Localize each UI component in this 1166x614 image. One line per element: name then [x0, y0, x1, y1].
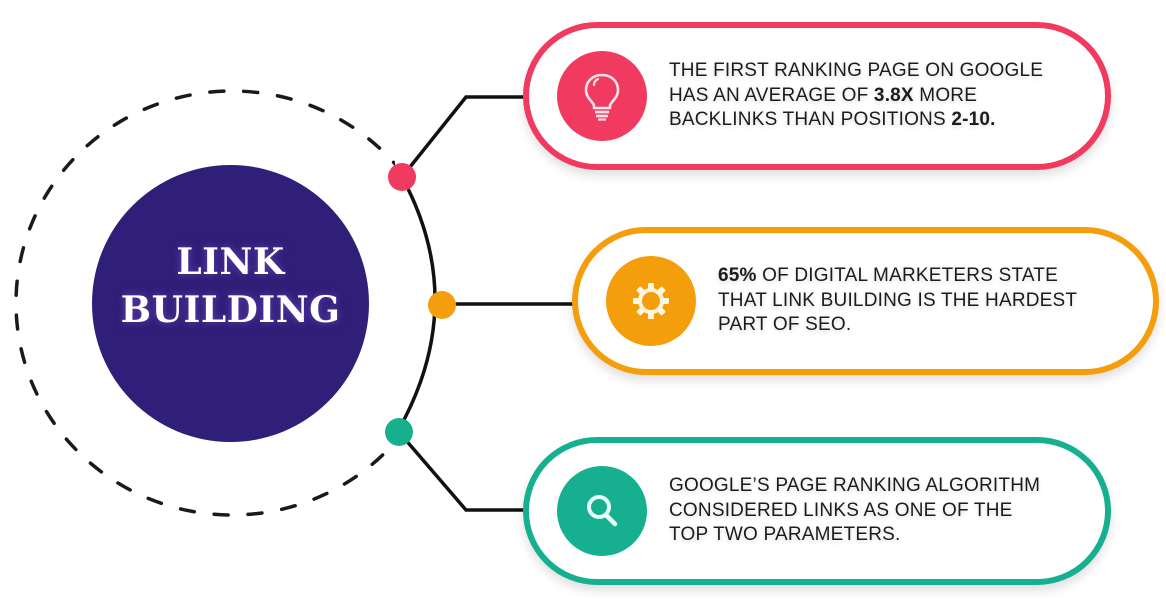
fact-icon-circle — [557, 466, 647, 556]
fact-card-ranking-algorithm: GOOGLE’S PAGE RANKING ALGORITHM CONSIDER… — [523, 437, 1111, 585]
hub-title-line1: LINK — [176, 240, 285, 283]
fact-highlight: 3.8X — [873, 84, 914, 106]
node-dot-teal — [385, 418, 413, 446]
connector-line-3 — [396, 429, 526, 512]
fact-line: TOP TWO PARAMETERS. — [669, 524, 901, 546]
fact-card-hardest-part: 65% OF DIGITAL MARKETERS STATE THAT LINK… — [572, 227, 1159, 375]
lightbulb-icon — [584, 73, 620, 121]
fact-text: GOOGLE’S PAGE RANKING ALGORITHM CONSIDER… — [669, 474, 1040, 548]
search-icon — [587, 495, 618, 527]
fact-line: HAS AN AVERAGE OF 3.8X MORE — [669, 84, 1043, 109]
node-dot-orange — [428, 291, 456, 319]
fact-highlight: 2-10. — [951, 109, 996, 131]
fact-line: GOOGLE’S PAGE RANKING ALGORITHM — [669, 475, 1041, 497]
fact-line: 65% OF DIGITAL MARKETERS STATE — [718, 264, 1077, 289]
fact-icon-circle — [606, 256, 696, 346]
hub-title-line2: BUILDING — [120, 288, 341, 331]
node-dot-red — [388, 163, 416, 191]
fact-line: PART OF SEO. — [718, 314, 852, 336]
fact-line: BACKLINKS THAN POSITIONS 2-10. — [669, 108, 1043, 133]
fact-line: CONSIDERED LINKS AS ONE OF THE — [669, 499, 1013, 521]
connector-line-1 — [400, 95, 526, 179]
fact-icon-circle — [557, 51, 647, 141]
fact-line: THE FIRST RANKING PAGE ON GOOGLE — [669, 60, 1044, 82]
fact-text: 65% OF DIGITAL MARKETERS STATE THAT LINK… — [718, 264, 1077, 338]
fact-text-segment: OF DIGITAL MARKETERS STATE — [756, 265, 1058, 287]
fact-highlight: 65% — [718, 265, 757, 287]
fact-card-backlinks: THE FIRST RANKING PAGE ON GOOGLE HAS AN … — [523, 22, 1111, 170]
fact-text-segment: HAS AN AVERAGE OF — [669, 84, 874, 106]
fact-text-segment: MORE — [913, 84, 978, 106]
fact-text-segment: BACKLINKS THAN POSITIONS — [669, 109, 952, 131]
fact-line: THAT LINK BUILDING IS THE HARDEST — [718, 289, 1078, 311]
fact-text: THE FIRST RANKING PAGE ON GOOGLE HAS AN … — [669, 59, 1043, 133]
link-building-hub: LINK BUILDING — [92, 165, 369, 442]
gear-icon — [633, 283, 669, 319]
